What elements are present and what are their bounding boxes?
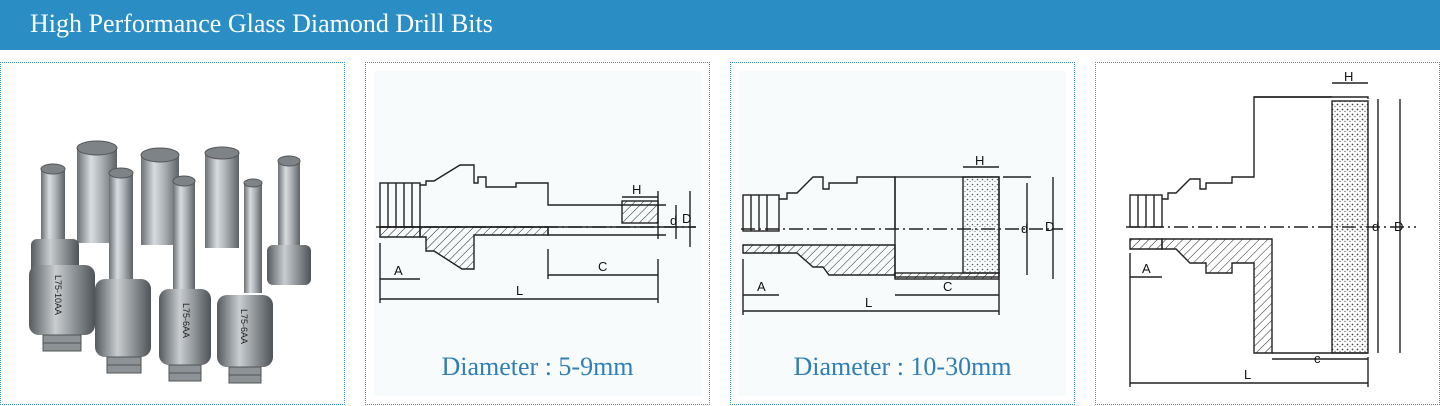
- drill-bit-diagram-small: H d D A C L: [376, 164, 696, 303]
- dim-h: H: [1344, 69, 1353, 84]
- diameter-caption-small: Diameter : 5-9mm: [441, 352, 634, 381]
- dim-h: H: [632, 182, 641, 197]
- bit-label-2: L75-6AA: [181, 303, 191, 338]
- bit-label-3: L75-6AA: [239, 309, 249, 344]
- drill-bit-diagram-medium: H d D A C L: [741, 153, 1063, 315]
- dim-d-big: D: [1045, 219, 1054, 234]
- drill-bit-diagram-large: H d D A c L: [1126, 69, 1416, 387]
- dim-l: L: [516, 283, 523, 298]
- drill-bits-photo: L75-10AA L75-6AA L75-6AA: [29, 140, 311, 384]
- dim-c: C: [598, 259, 607, 274]
- dim-d-big: D: [1394, 219, 1403, 234]
- dim-c: c: [1314, 351, 1321, 366]
- dim-d-small: d: [1021, 221, 1028, 236]
- dim-a: A: [394, 263, 403, 278]
- diagram-panel-small: H d D A C L Diameter : 5-9mm: [365, 62, 710, 405]
- diameter-caption-medium: Diameter : 10-30mm: [793, 352, 1012, 381]
- dim-d-small: d: [670, 213, 677, 228]
- product-photo-panel: L75-10AA L75-6AA L75-6AA: [0, 62, 345, 405]
- dim-d-small: d: [1372, 219, 1379, 234]
- diagram-panel-medium: H d D A C L Diameter : 10-30mm: [730, 62, 1075, 405]
- dim-l: L: [1244, 367, 1251, 382]
- banner-title: High Performance Glass Diamond Drill Bit…: [30, 9, 493, 38]
- dim-c: C: [943, 279, 952, 294]
- diagram-background: [739, 71, 1066, 396]
- dim-a: A: [757, 279, 766, 294]
- diagram-panel-large: H d D A c L: [1095, 62, 1440, 405]
- dim-d-big: D: [682, 211, 691, 226]
- dim-a: A: [1142, 261, 1151, 276]
- dim-l: L: [865, 295, 872, 310]
- bit-label-1: L75-10AA: [53, 275, 63, 315]
- dim-h: H: [975, 153, 984, 168]
- title-banner: High Performance Glass Diamond Drill Bit…: [0, 0, 1440, 50]
